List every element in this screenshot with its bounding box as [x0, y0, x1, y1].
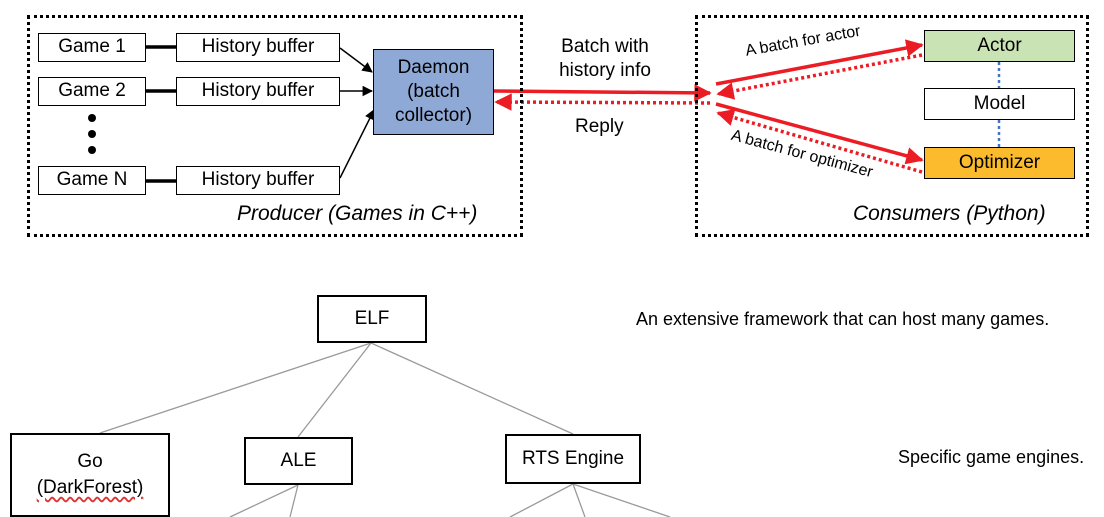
- history-buffer-n: History buffer: [176, 166, 340, 195]
- history-buffer-2-label: History buffer: [201, 80, 315, 102]
- rts-engine-label: RTS Engine: [521, 447, 625, 469]
- go-line-2: (DarkForest): [36, 477, 144, 498]
- daemon-line-2: (batch: [407, 81, 460, 103]
- batch-forward-arrow: [493, 84, 712, 102]
- vertical-ellipsis-icon: [88, 114, 96, 122]
- consumers-region-label: Consumers (Python): [853, 202, 1046, 225]
- batch-label-line-1: Batch with: [561, 36, 649, 57]
- reply-label: Reply: [575, 116, 624, 137]
- history-buffer-1-label: History buffer: [201, 36, 315, 58]
- tree-edge-ale-sub-1: [229, 484, 299, 517]
- root-annotation: An extensive framework that can host man…: [636, 309, 1050, 329]
- game-2-box: Game 2: [38, 77, 146, 106]
- daemon-line-1: Daemon: [397, 57, 470, 79]
- elf-root-box: ELF: [317, 295, 427, 343]
- producer-region: [27, 15, 523, 237]
- ale-box: ALE: [244, 437, 353, 485]
- daemon-box: Daemon (batch collector): [373, 49, 494, 135]
- history-buffer-2: History buffer: [176, 77, 340, 106]
- model-label: Model: [973, 92, 1026, 114]
- tree-edge-rts-sub-1: [509, 483, 574, 517]
- history-buffer-n-label: History buffer: [201, 169, 315, 191]
- actor-box: Actor: [924, 30, 1075, 62]
- actor-label: Actor: [977, 34, 1022, 56]
- actor-forward-arrow: [715, 39, 924, 86]
- optimizer-label: Optimizer: [958, 151, 1041, 173]
- producer-region-label: Producer (Games in C++): [237, 202, 478, 225]
- history-buffer-1: History buffer: [176, 33, 340, 62]
- tree-edge-rts-sub-2: [572, 483, 586, 517]
- tree-edge-rts-sub-3: [572, 483, 671, 517]
- engines-annotation: Specific game engines.: [898, 447, 1085, 467]
- tree-edge-go: [99, 342, 372, 434]
- go-line-1: Go: [77, 451, 103, 473]
- buffer-1-arrow: [339, 47, 373, 73]
- game-2-label: Game 2: [58, 80, 126, 102]
- vertical-ellipsis-icon: [88, 146, 96, 154]
- game-1-label: Game 1: [58, 36, 126, 58]
- batch-label: Batch with history info: [545, 35, 665, 83]
- batch-label-line-2: history info: [559, 59, 651, 81]
- tree-edge-ale-sub-2: [289, 484, 299, 517]
- game-n-label: Game N: [56, 169, 128, 191]
- game-n-box: Game N: [38, 166, 146, 195]
- go-box: Go (DarkForest): [10, 433, 170, 517]
- rts-engine-box: RTS Engine: [505, 434, 641, 484]
- buffer-n-arrow: [339, 109, 375, 179]
- daemon-line-3: collector): [394, 104, 473, 126]
- tree-edge-rts: [370, 342, 574, 435]
- elf-root-label: ELF: [354, 307, 390, 329]
- reply-back-arrow: [494, 93, 711, 111]
- model-box: Model: [924, 88, 1075, 120]
- ale-label: ALE: [280, 449, 317, 471]
- vertical-ellipsis-icon: [88, 130, 96, 138]
- optimizer-box: Optimizer: [924, 147, 1075, 179]
- optimizer-reply-arrow: [716, 108, 923, 174]
- tree-edge-ale: [297, 342, 372, 438]
- actor-reply-arrow: [716, 53, 923, 100]
- game-1-box: Game 1: [38, 33, 146, 62]
- optimizer-forward-arrow: [715, 102, 924, 165]
- consumers-region: [695, 15, 1089, 237]
